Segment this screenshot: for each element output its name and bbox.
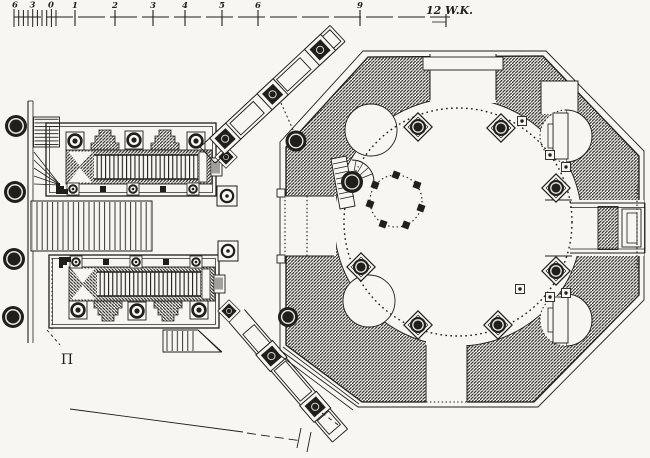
- north-porch-step: [422, 56, 504, 71]
- northwest-exedra: [344, 103, 398, 157]
- scale-sub-label-6: 6: [12, 1, 18, 11]
- ground-lines: [69, 408, 303, 442]
- scale-label-3: 3: [150, 1, 156, 11]
- northwest-gallery: [199, 25, 346, 164]
- portico-column: [1, 305, 25, 329]
- corner-column-nw: [285, 130, 307, 152]
- scale-label-1: 1: [72, 1, 78, 11]
- south-staircase: [162, 329, 223, 353]
- scale-label-6: 6: [255, 1, 261, 11]
- southwest-exedra: [342, 274, 396, 328]
- south-entrance: [425, 340, 468, 404]
- portico-column: [3, 180, 27, 204]
- grand-staircase: [30, 200, 153, 252]
- north-entrance: [422, 52, 504, 103]
- east-entrance-porch: [540, 185, 646, 270]
- scale-bar: 6 3 0 1 2 3 4 5 6 9 12 W.K.: [12, 1, 473, 27]
- left-portico: [1, 100, 34, 343]
- porch-steps-block: [597, 206, 619, 250]
- scale-unit-label: 12 W.K.: [426, 4, 473, 17]
- gallery-octagon-link: [280, 102, 295, 133]
- octagonal-rotunda: [276, 50, 646, 411]
- pier-column: [215, 184, 239, 208]
- southwest-steps: [276, 352, 354, 411]
- pier-column: [216, 239, 240, 263]
- spiral-staircase: [330, 155, 375, 210]
- scale-bar-major-ticks: [74, 10, 447, 27]
- scale-sub-label-0: 0: [48, 1, 54, 11]
- northwest-staircase: [33, 116, 61, 186]
- scale-label-2: 2: [111, 1, 118, 11]
- scale-label-9: 9: [357, 1, 363, 11]
- platform-outline: [279, 50, 645, 408]
- pier-column: [217, 299, 241, 323]
- southeast-chamber: [539, 293, 593, 347]
- portico-column: [4, 114, 28, 138]
- portico-column: [2, 247, 26, 271]
- scale-label-4: 4: [182, 1, 188, 11]
- northeast-chamber: [539, 109, 593, 163]
- scale-bar-subdivisions: [13, 9, 57, 27]
- dome-outline: [343, 107, 573, 337]
- northeast-corner-room: [540, 80, 579, 115]
- corner-column-sw: [278, 307, 298, 327]
- upper-hall: [46, 123, 222, 196]
- southwest-gallery: [228, 309, 348, 443]
- dashed-boundary: [46, 329, 61, 346]
- scale-sub-label-3: 3: [30, 1, 36, 11]
- plan-mark-pi: Π: [61, 352, 73, 368]
- central-colonnade: [365, 170, 426, 230]
- southwest-steps: [282, 346, 360, 405]
- west-entrance: [276, 188, 336, 264]
- lower-hall: [49, 255, 225, 328]
- west-wing: Π: [1, 100, 241, 368]
- southwest-gallery-end: [296, 412, 342, 453]
- scale-label-5: 5: [219, 1, 225, 11]
